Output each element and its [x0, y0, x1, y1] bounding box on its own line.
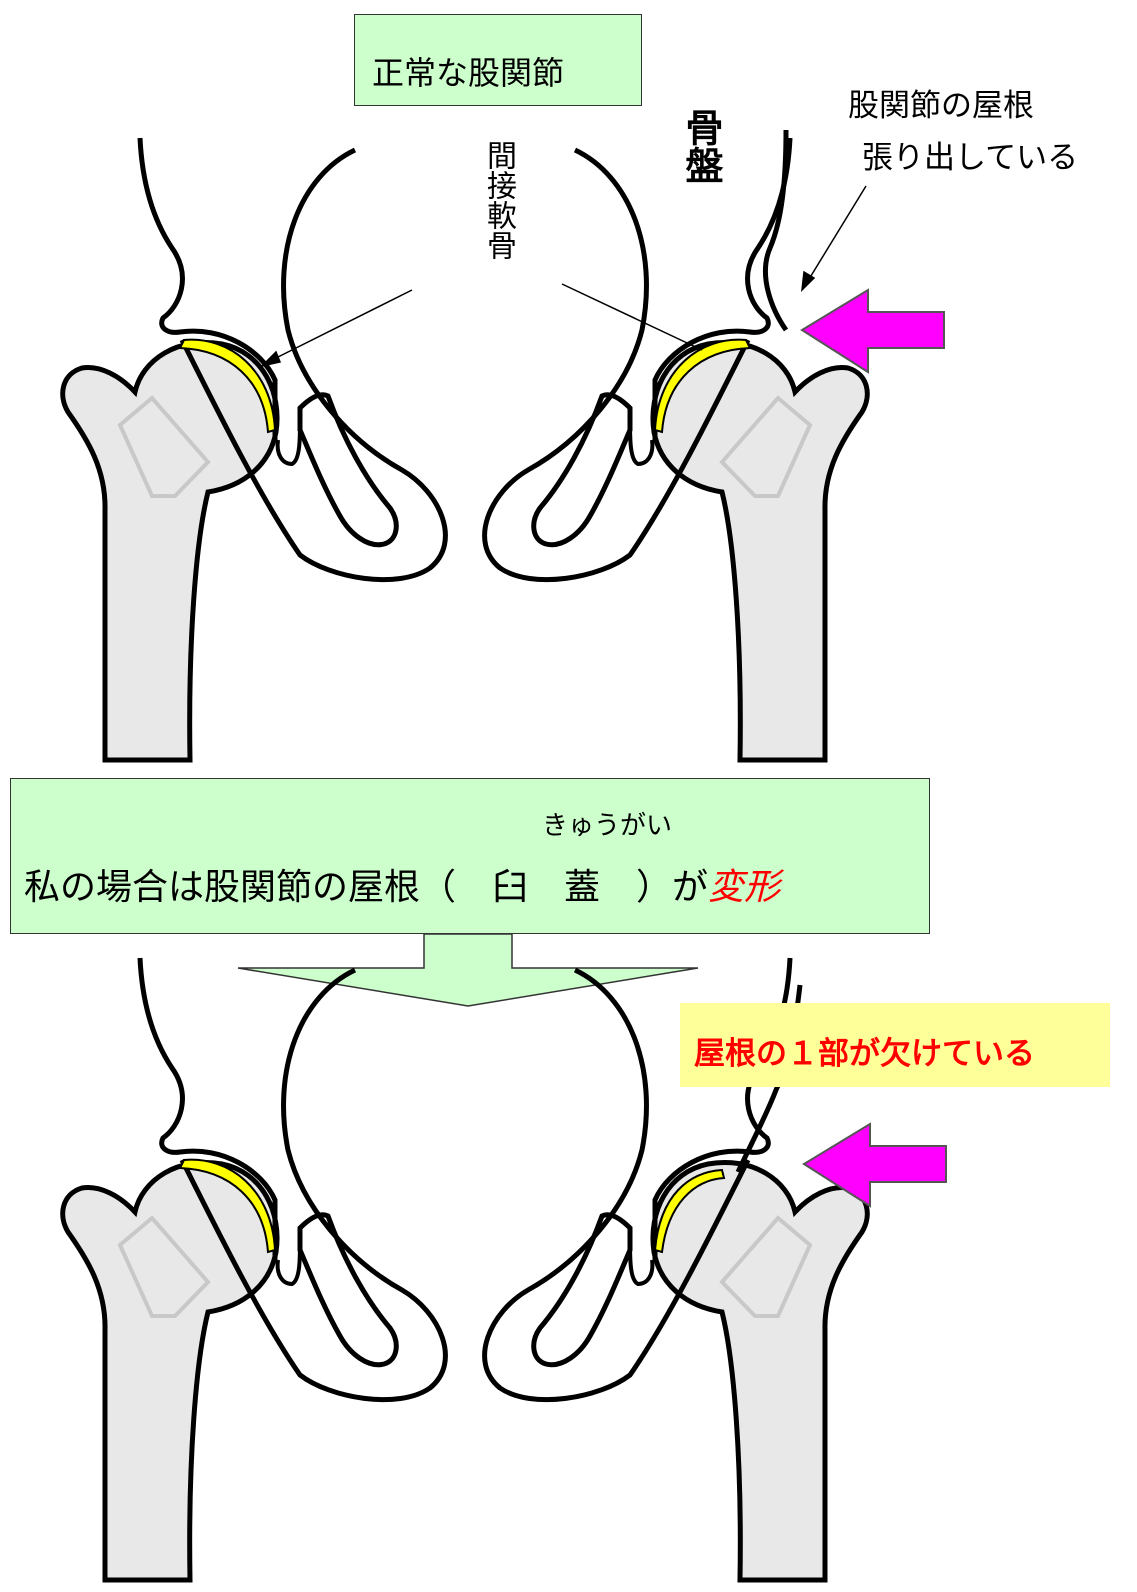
deformity-statement: 私の場合は股関節の屋根（ 臼 蓋 ）が変形	[24, 858, 780, 910]
top-left-femur	[63, 342, 277, 760]
roof-pointer-line	[802, 186, 866, 290]
pelvis-label: 骨盤	[678, 108, 726, 184]
top-roof-arrow	[802, 290, 944, 372]
roof-label-line2: 張り出している	[862, 132, 1078, 177]
roof-label-line1: 股関節の屋根	[848, 80, 1034, 125]
cartilage-label-text: 間接軟骨	[481, 140, 515, 260]
banner-down-arrow	[238, 934, 698, 1006]
normal-joint-title: 正常な股関節	[372, 48, 564, 94]
bottom-left-femur	[63, 1162, 277, 1580]
deformity-banner	[10, 778, 930, 934]
top-right-femur	[653, 342, 867, 760]
deformity-statement-text: 私の場合は股関節の屋根（ 臼 蓋 ）が	[24, 867, 708, 908]
cartilage-label: 間接軟骨	[481, 140, 515, 260]
furigana-kyugai: きゅうがい	[542, 805, 672, 842]
bottom-right-femur	[653, 1162, 867, 1580]
deformity-emphasis: 変形	[708, 867, 780, 908]
missing-roof-note: 屋根の１部が欠けている	[694, 1028, 1035, 1073]
pelvis-label-text: 骨盤	[678, 108, 724, 184]
